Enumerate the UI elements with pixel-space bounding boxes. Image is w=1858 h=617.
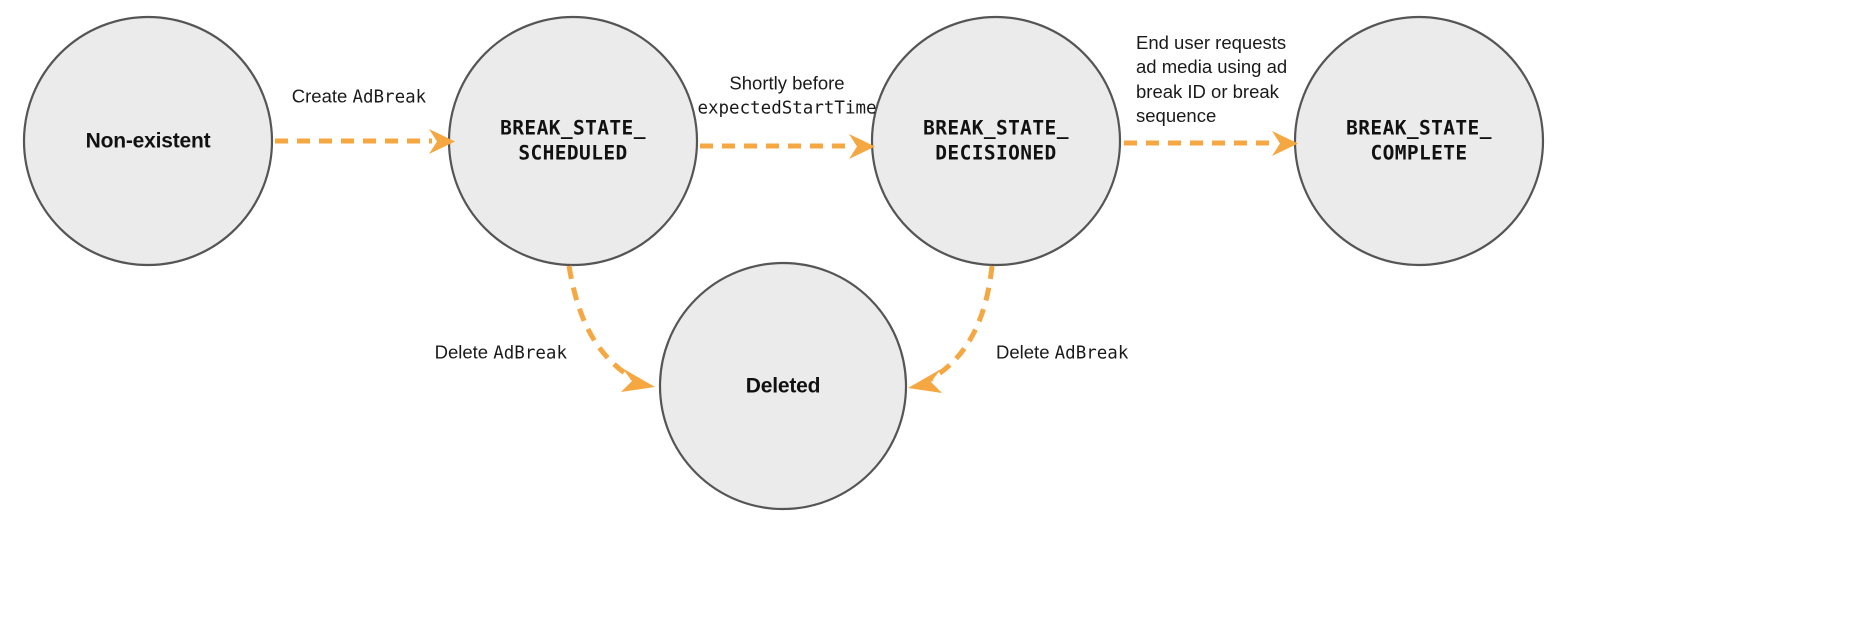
edge-delete-from-decisioned-line bbox=[929, 265, 995, 382]
node-deleted[interactable] bbox=[658, 261, 908, 511]
edge-delete-from-decisioned-arrowhead bbox=[908, 369, 942, 393]
edge-delete-from-scheduled-arrowhead bbox=[621, 368, 655, 392]
node-break-state-decisioned[interactable] bbox=[870, 15, 1122, 267]
node-break-state-scheduled[interactable] bbox=[447, 15, 699, 267]
edge-delete-from-scheduled-line bbox=[566, 265, 634, 381]
node-non-existent[interactable] bbox=[22, 15, 274, 267]
node-break-state-complete[interactable] bbox=[1293, 15, 1545, 267]
edge-create-adbreak-arrowhead bbox=[429, 129, 455, 154]
edge-end-user-requests-arrowhead bbox=[1272, 131, 1298, 156]
edge-shortly-before-arrowhead bbox=[849, 134, 875, 159]
